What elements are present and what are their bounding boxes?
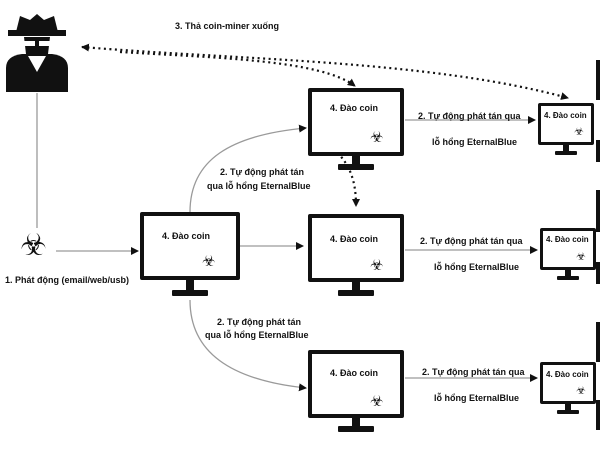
computer-mid: 4. Đào coin ☣ xyxy=(308,214,404,298)
spread-label-top-left-1: 2. Tự động phát tán xyxy=(220,167,305,177)
monitor-stand xyxy=(563,145,569,151)
miner-drop-label: 3. Thả coin-miner xuống xyxy=(175,21,280,31)
computer-label: 4. Đào coin xyxy=(330,234,379,244)
biohazard-icon: ☣ xyxy=(202,253,216,270)
monitor-stand xyxy=(186,280,194,290)
biohazard-icon: ☣ xyxy=(576,385,586,397)
computer-label: 4. Đào coin xyxy=(544,111,587,120)
monitor-screen xyxy=(540,362,596,404)
spread-label-bottom-right-2: lỗ hổng EternalBlue xyxy=(434,393,520,403)
partial-monitor-edge xyxy=(596,322,600,362)
monitor-stand xyxy=(565,404,571,410)
monitor-stand xyxy=(352,418,360,426)
computer-top: 4. Đào coin ☣ xyxy=(308,88,404,172)
biohazard-icon: ☣ xyxy=(576,251,586,263)
monitor-stand xyxy=(352,282,360,290)
monitor-base xyxy=(172,290,208,296)
computer-label: 4. Đào coin xyxy=(162,231,211,241)
computer-origin: 4. Đào coin ☣ xyxy=(140,212,240,298)
partial-monitor-edge xyxy=(596,60,600,100)
computer-label: 4. Đào coin xyxy=(330,103,379,113)
partial-monitor-edge xyxy=(596,400,600,430)
monitor-screen xyxy=(538,103,594,145)
monitor-base xyxy=(557,410,579,414)
monitor-screen xyxy=(540,228,596,270)
monitor-stand xyxy=(352,156,360,164)
spread-label-top-right-1: 2. Tự động phát tán qua xyxy=(418,111,521,121)
spread-label-mid-right-1: 2. Tự động phát tán qua xyxy=(420,236,523,246)
miner-drop-arrow-top xyxy=(119,50,356,87)
computer-right-bottom: 4. Đào coin ☣ xyxy=(540,362,596,416)
biohazard-icon: ☣ xyxy=(20,229,47,262)
spread-label-bottom-left-1: 2. Tự động phát tán xyxy=(217,317,302,327)
spread-label-bottom-left-2: qua lỗ hổng EternalBlue xyxy=(205,330,309,340)
hacker-icon xyxy=(6,14,68,92)
monitor-base xyxy=(338,290,374,296)
spread-label-top-left-2: qua lỗ hổng EternalBlue xyxy=(207,181,311,191)
partial-monitor-edge xyxy=(596,262,600,284)
spread-label-bottom-right-1: 2. Tự động phát tán qua xyxy=(422,367,525,377)
partial-monitor-edge xyxy=(596,190,600,232)
miner-drop-arrow-right xyxy=(81,43,569,101)
computer-label: 4. Đào coin xyxy=(546,235,589,244)
partial-monitor-edge xyxy=(596,140,600,162)
computer-right-top: 4. Đào coin ☣ xyxy=(538,103,594,157)
monitor-screen xyxy=(308,350,404,418)
computer-right-mid: 4. Đào coin ☣ xyxy=(540,228,596,282)
monitor-base xyxy=(338,164,374,170)
biohazard-icon: ☣ xyxy=(574,126,584,138)
monitor-base xyxy=(557,276,579,280)
origin-to-bottom-curve xyxy=(189,299,307,392)
miner-drop-arrow-mid xyxy=(324,141,360,207)
spread-label-mid-right-2: lỗ hổng EternalBlue xyxy=(434,262,520,272)
computer-bottom: 4. Đào coin ☣ xyxy=(308,350,404,434)
biohazard-icon: ☣ xyxy=(370,257,384,274)
computer-label: 4. Đào coin xyxy=(330,368,379,378)
biohazard-icon: ☣ xyxy=(370,129,384,146)
computer-label: 4. Đào coin xyxy=(546,370,589,379)
monitor-stand xyxy=(565,270,571,276)
monitor-base xyxy=(338,426,374,432)
monitor-screen xyxy=(308,88,404,156)
monitor-base xyxy=(555,151,577,155)
biohazard-icon: ☣ xyxy=(370,393,384,410)
launch-label: 1. Phát động (email/web/usb) xyxy=(5,275,130,285)
monitor-screen xyxy=(308,214,404,282)
spread-label-top-right-2: lỗ hổng EternalBlue xyxy=(432,137,518,147)
monitor-screen xyxy=(140,212,240,280)
origin-to-top-curve xyxy=(189,124,307,213)
